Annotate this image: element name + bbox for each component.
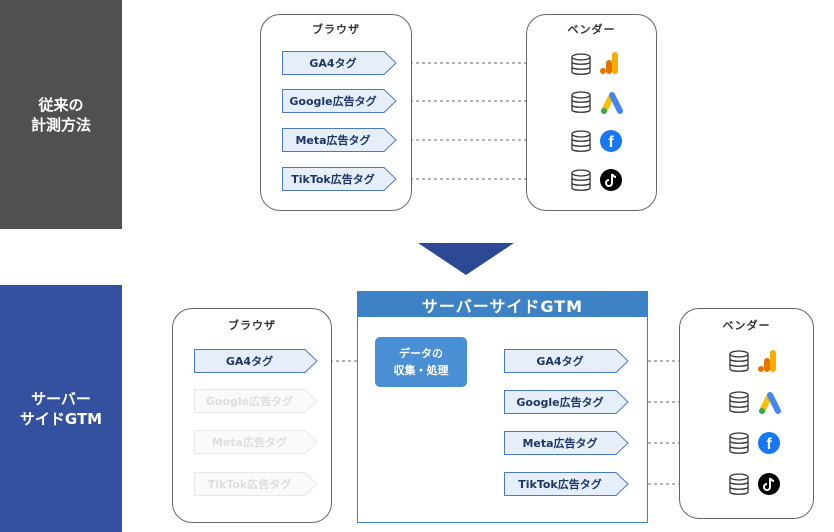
- bottom-browser-tag-google-ads: Google広告タグ: [194, 389, 318, 413]
- top-tag-tiktok: TikTok広告タグ: [282, 167, 397, 191]
- top-tag-meta: Meta広告タグ: [282, 128, 397, 152]
- facebook-icon: f: [600, 130, 622, 152]
- database-icon: [729, 391, 749, 413]
- transition-arrow-icon: [418, 243, 514, 275]
- tiktok-icon: [600, 169, 622, 191]
- top-tag-ga4-label: GA4タグ: [309, 57, 357, 70]
- svg-text:f: f: [608, 134, 614, 151]
- top-tag-google-ads: Google広告タグ: [282, 89, 397, 113]
- bottom-browser-tag-ga4: GA4タグ: [194, 349, 318, 373]
- gtm-tag-meta-label: Meta広告タグ: [522, 437, 598, 450]
- top-tag-tiktok-label: TikTok広告タグ: [291, 173, 375, 186]
- gtm-tag-tiktok: TikTok広告タグ: [504, 472, 629, 496]
- database-icon: [571, 91, 591, 113]
- database-icon: [571, 53, 591, 75]
- server-side-gtm-label: サーバー サイドGTM: [0, 285, 122, 532]
- bottom-vendor-icons: f: [729, 350, 781, 495]
- bottom-browser-tag-tiktok-label: TikTok広告タグ: [207, 478, 292, 491]
- database-icon: [729, 473, 749, 495]
- gtm-tag-tiktok-label: TikTok広告タグ: [518, 478, 602, 491]
- bottom-browser-title: ブラウザ: [228, 319, 276, 332]
- top-vendor-title: ベンダー: [567, 23, 616, 36]
- bottom-vendor-title: ベンダー: [722, 319, 771, 332]
- bottom-browser-tag-ga4-label: GA4タグ: [225, 355, 274, 368]
- gtm-tag-google-ads: Google広告タグ: [504, 390, 629, 414]
- gtm-title: サーバーサイドGTM: [358, 292, 647, 317]
- database-icon: [571, 130, 591, 152]
- top-vendor-icons: f: [571, 52, 623, 191]
- google-analytics-icon: [758, 350, 776, 372]
- bottom-browser-tag-meta: Meta広告タグ: [194, 430, 318, 454]
- top-tag-ga4: GA4タグ: [282, 51, 397, 75]
- database-icon: [571, 169, 591, 191]
- svg-text:f: f: [766, 436, 772, 453]
- google-analytics-icon: [600, 52, 618, 74]
- database-icon: [729, 432, 749, 454]
- database-icon: [729, 350, 749, 372]
- bottom-browser-tag-tiktok: TikTok広告タグ: [194, 472, 318, 496]
- facebook-icon: f: [758, 432, 780, 454]
- top-vendor-box: ベンダー: [526, 14, 657, 211]
- gtm-tag-ga4-label: GA4タグ: [536, 355, 584, 368]
- data-processing-box: データの 収集・処理: [375, 337, 467, 387]
- bottom-browser-tag-meta-label: Meta広告タグ: [211, 436, 288, 449]
- top-tag-meta-label: Meta広告タグ: [295, 134, 371, 147]
- conventional-method-label: 従来の 計測方法: [0, 0, 122, 229]
- gtm-tag-google-ads-label: Google広告タグ: [516, 396, 604, 409]
- top-tag-google-ads-label: Google広告タグ: [289, 95, 377, 108]
- gtm-tag-ga4: GA4タグ: [504, 349, 629, 373]
- bottom-browser-tag-google-ads-label: Google広告タグ: [205, 395, 294, 408]
- google-ads-icon: [601, 92, 623, 114]
- google-ads-icon: [759, 392, 781, 414]
- top-browser-title: ブラウザ: [312, 23, 360, 36]
- tiktok-icon: [758, 473, 780, 495]
- gtm-tag-meta: Meta広告タグ: [504, 431, 629, 455]
